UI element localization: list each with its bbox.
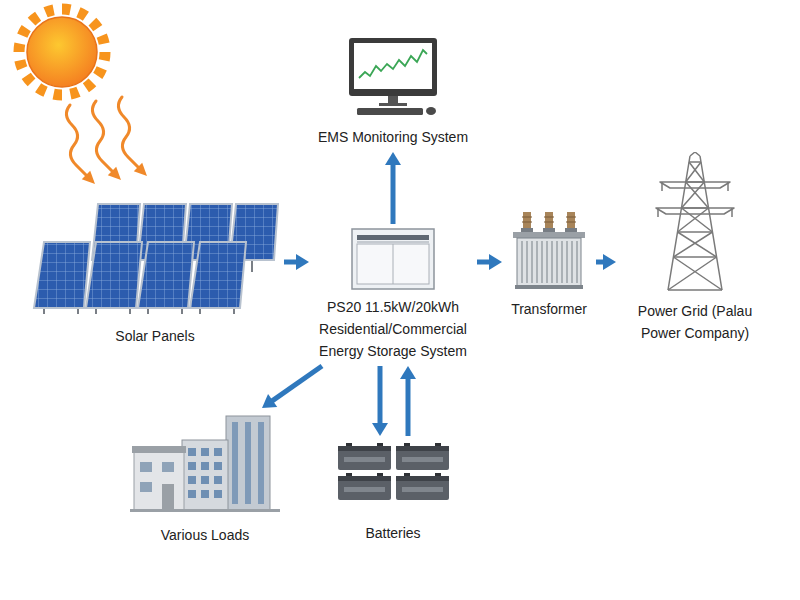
arrowhead [385,152,401,165]
flow-arrow [262,366,322,408]
transformer-node: Transformer [506,210,592,320]
sun-rays [19,9,105,95]
arrow-shaft [477,260,490,265]
buildings-icon [130,412,280,512]
flow-arrow [596,254,616,270]
arrowhead [262,394,277,408]
arrowhead [603,254,616,270]
component-label: Transformer [506,298,592,320]
storage-cabinet-icon [351,228,435,290]
flow-arrow [284,254,309,270]
sunlight-rays [66,97,138,175]
solar-panel-icon [30,200,280,315]
monitor-icon [343,36,443,116]
component-label: EMS Monitoring System [305,126,481,148]
flow-arrow [400,366,416,436]
flow-arrow [372,366,388,436]
sun [27,17,97,87]
arrowhead [400,366,416,379]
arrowhead [489,254,502,270]
flow-arrow [477,254,502,270]
loads-node: Various Loads [130,412,280,546]
battery-node: Batteries [333,440,453,544]
battery-icon [336,440,451,502]
arrow-shaft [596,260,604,265]
arrowhead [296,254,309,270]
component-label: Solar Panels [30,325,280,347]
component-label: Various Loads [130,524,280,546]
arrow-shaft [391,164,396,224]
arrow-shaft [378,366,383,424]
pylon-icon [650,152,740,292]
solar-node: Solar Panels [30,200,280,347]
monitoring-node: EMS Monitoring System [305,36,481,148]
component-label: Power Grid (Palau Power Company) [620,300,770,344]
component-label: Batteries [333,522,453,544]
arrowhead [372,423,388,436]
flow-arrow [385,152,401,224]
storage-node: PS20 11.5kW/20kWh Residential/Commercial… [313,228,473,362]
sunlight-arrowheads [82,163,147,184]
transformer-icon [507,210,591,290]
arrow-shaft [284,260,297,265]
arrow-shaft [272,366,322,401]
grid-node: Power Grid (Palau Power Company) [620,152,770,344]
arrow-shaft [406,378,411,436]
component-label: PS20 11.5kW/20kWh Residential/Commercial… [313,296,473,362]
